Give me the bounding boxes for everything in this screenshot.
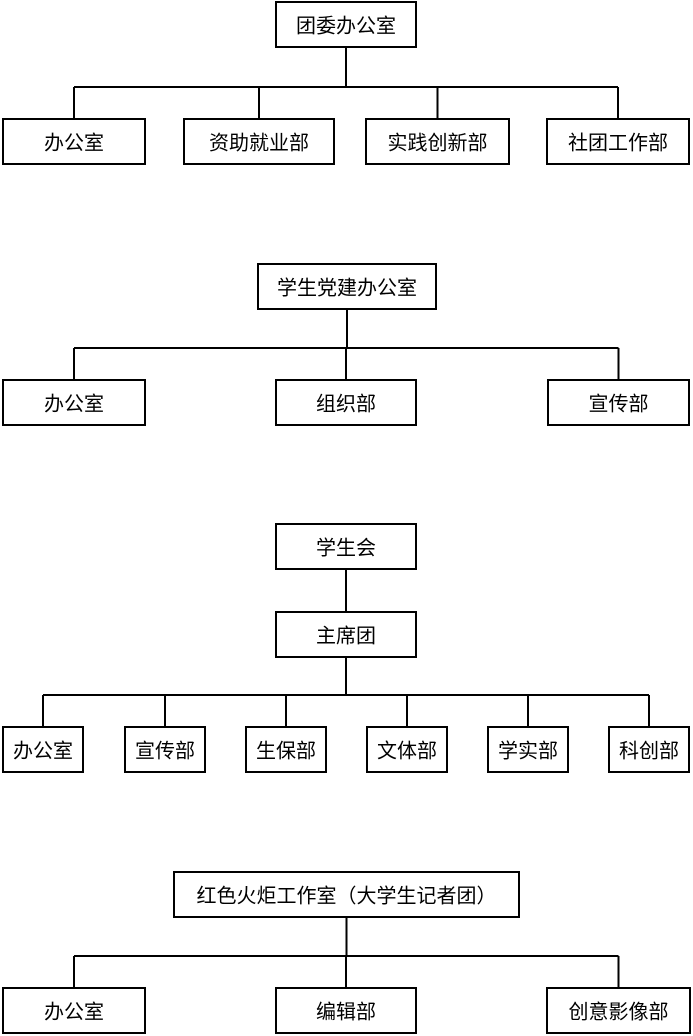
org-node-x4: 文体部 [366, 726, 448, 773]
org-node-label: 实践创新部 [388, 131, 488, 155]
org-node-box [546, 118, 690, 165]
org-node-label: 学生会 [316, 536, 376, 560]
org-node-box [366, 726, 448, 773]
org-node-dj: 学生党建办公室 [257, 263, 437, 310]
org-node-x2: 宣传部 [124, 726, 206, 773]
org-node-x1: 办公室 [2, 726, 84, 773]
org-node-box [2, 118, 146, 165]
org-node-x3: 生保部 [245, 726, 327, 773]
org-node-dj3: 宣传部 [547, 379, 690, 426]
org-node-dj1: 办公室 [2, 379, 146, 426]
org-node-box [173, 871, 520, 918]
org-node-box [275, 987, 417, 1034]
org-node-tw3: 实践创新部 [365, 118, 510, 165]
org-node-box [365, 118, 510, 165]
org-node-box [245, 726, 327, 773]
org-node-box [257, 263, 437, 310]
org-node-box [275, 611, 417, 658]
org-node-box [608, 726, 690, 773]
org-node-label: 科创部 [619, 739, 679, 763]
org-node-hs2: 编辑部 [275, 987, 417, 1034]
org-node-box [124, 726, 206, 773]
connector-lines [42, 47, 650, 988]
org-node-label: 团委办公室 [296, 14, 396, 38]
org-node-label: 学实部 [498, 739, 558, 763]
org-node-box [2, 379, 146, 426]
org-node-label: 办公室 [44, 1000, 104, 1024]
org-node-label: 宣传部 [589, 392, 649, 416]
org-node-label: 主席团 [316, 624, 376, 648]
org-node-box [183, 118, 335, 165]
org-node-x5: 学实部 [487, 726, 569, 773]
org-node-tw2: 资助就业部 [183, 118, 335, 165]
org-node-hs3: 创意影像部 [546, 987, 691, 1034]
org-node-label: 学生党建办公室 [277, 276, 417, 300]
org-node-xsh: 学生会 [275, 523, 417, 570]
org-node-label: 资助就业部 [209, 131, 309, 155]
org-node-x6: 科创部 [608, 726, 690, 773]
org-node-box [487, 726, 569, 773]
org-node-box [2, 987, 146, 1034]
org-node-tw: 团委办公室 [275, 1, 417, 48]
org-node-box [275, 379, 417, 426]
org-node-hs1: 办公室 [2, 987, 146, 1034]
org-node-label: 社团工作部 [568, 131, 668, 155]
org-node-label: 办公室 [13, 739, 73, 763]
org-node-box [546, 987, 691, 1034]
org-node-zxt: 主席团 [275, 611, 417, 658]
org-node-box [547, 379, 690, 426]
org-node-label: 红色火炬工作室（大学生记者团） [197, 884, 497, 908]
org-node-hs: 红色火炬工作室（大学生记者团） [173, 871, 520, 918]
org-node-label: 宣传部 [135, 739, 195, 763]
org-node-label: 创意影像部 [569, 1000, 669, 1024]
org-node-label: 生保部 [256, 739, 316, 763]
org-node-label: 文体部 [377, 739, 437, 763]
org-node-label: 组织部 [316, 392, 376, 416]
org-node-dj2: 组织部 [275, 379, 417, 426]
org-node-label: 办公室 [44, 392, 104, 416]
org-node-box [275, 523, 417, 570]
org-node-box [275, 1, 417, 48]
org-node-tw4: 社团工作部 [546, 118, 690, 165]
org-node-tw1: 办公室 [2, 118, 146, 165]
org-node-label: 编辑部 [316, 1000, 376, 1024]
org-node-label: 办公室 [44, 131, 104, 155]
org-node-box [2, 726, 84, 773]
